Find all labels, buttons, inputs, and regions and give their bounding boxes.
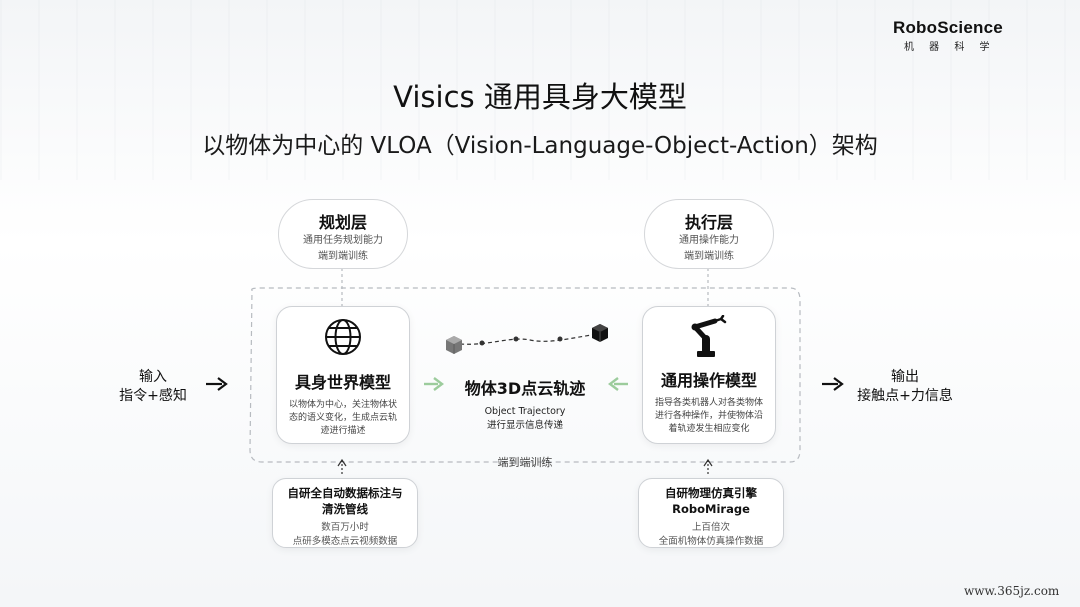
- manipulation-model-card: 通用操作模型 指导各类机器人对各类物体进行各种操作，并使物体沿着轨迹发生相应变化: [642, 306, 776, 444]
- green-arrow-right: [424, 377, 444, 391]
- execution-line1: 通用操作能力: [679, 235, 739, 246]
- planning-title: 规划层: [318, 213, 367, 232]
- manipulation-title: 通用操作模型: [660, 371, 757, 390]
- up-arrow-right: [703, 458, 713, 474]
- data-pipeline-line2: 点研多模态点云视频数据: [292, 536, 398, 547]
- up-arrow-left: [337, 458, 347, 474]
- sim-engine-title1: 自研物理仿真引擎: [665, 486, 757, 500]
- input-arrow: [206, 377, 228, 391]
- cube-end-icon: [592, 324, 608, 342]
- input-line1: 输入: [139, 369, 167, 385]
- sim-engine-line2: 全面机物体仿真操作数据: [658, 536, 764, 547]
- world-model-title: 具身世界模型: [294, 373, 391, 392]
- world-model-desc: 以物体为中心，关注物体状态的语义变化，生成点云轨迹进行描述: [288, 400, 397, 436]
- trajectory-desc: 进行显示信息传递: [486, 420, 563, 431]
- manipulation-desc: 指导各类机器人对各类物体进行各种操作，并使物体沿着轨迹发生相应变化: [654, 398, 763, 434]
- cube-start-icon: [446, 336, 462, 354]
- output-line1: 输出: [891, 369, 919, 385]
- dashed-frame: [249, 287, 801, 463]
- world-model-card: 具身世界模型 以物体为中心，关注物体状态的语义变化，生成点云轨迹进行描述: [276, 306, 410, 444]
- watermark: www.365jz.com: [964, 584, 1060, 598]
- robot-arm-icon: [691, 314, 727, 357]
- execution-line2: 端到端训练: [684, 251, 734, 262]
- page-title: Visics 通用具身大模型: [393, 80, 687, 114]
- sim-engine-box: 自研物理仿真引擎 RoboMirage 上百倍次 全面机物体仿真操作数据: [638, 478, 784, 548]
- brand-subtitle: 机 器 科 学: [904, 42, 996, 53]
- page-subtitle: 以物体为中心的 VLOA（Vision-Language-Object-Acti…: [202, 133, 878, 159]
- sim-engine-title2: RoboMirage: [672, 502, 750, 516]
- planning-line2: 端到端训练: [318, 251, 368, 262]
- data-pipeline-box: 自研全自动数据标注与 清洗管线 数百万小时 点研多模态点云视频数据: [272, 478, 418, 548]
- input-label: 输入 指令+感知: [108, 368, 198, 406]
- data-pipeline-line1: 数百万小时: [321, 522, 369, 533]
- trajectory-illustration: [446, 324, 608, 354]
- brand-logo: RoboScience: [893, 18, 1003, 37]
- execution-layer: 执行层 通用操作能力 端到端训练: [644, 199, 774, 269]
- trajectory-en: Object Trajectory: [484, 406, 566, 417]
- planning-line1: 通用任务规划能力: [303, 235, 383, 246]
- output-line2: 接触点+力信息: [857, 388, 953, 404]
- data-pipeline-title2: 清洗管线: [322, 502, 368, 516]
- background-decoration: [0, 0, 1080, 180]
- green-arrow-left: [608, 377, 628, 391]
- input-line2: 指令+感知: [119, 388, 187, 404]
- end-to-end-label: 端到端训练: [497, 456, 553, 469]
- output-arrow: [822, 377, 844, 391]
- execution-title: 执行层: [684, 213, 733, 232]
- output-label: 输出 接触点+力信息: [850, 368, 960, 406]
- planning-layer: 规划层 通用任务规划能力 端到端训练: [278, 199, 408, 269]
- globe-icon: [325, 319, 361, 355]
- data-pipeline-title1: 自研全自动数据标注与: [287, 486, 403, 500]
- sim-engine-line1: 上百倍次: [691, 522, 730, 533]
- trajectory-title: 物体3D点云轨迹: [464, 379, 586, 398]
